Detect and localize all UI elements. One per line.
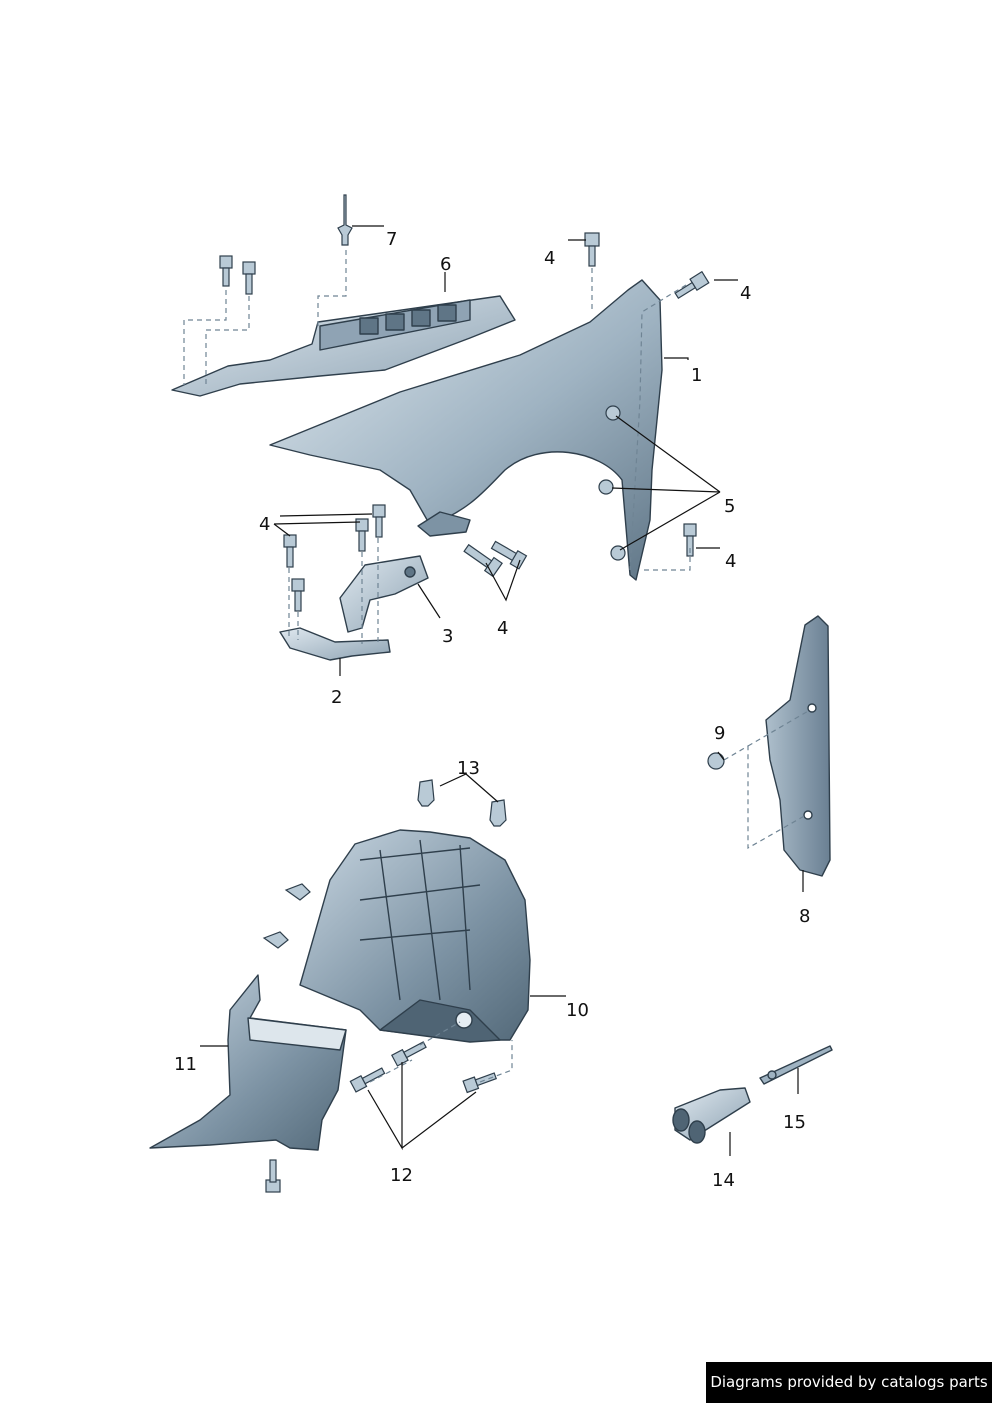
splash-shield-part-11: [149, 974, 347, 1151]
callout-12: 12: [390, 1165, 413, 1186]
callout-11: 11: [174, 1054, 197, 1075]
seal-part-8: [765, 615, 831, 877]
wheel-housing-liner-part-10: [299, 829, 531, 1043]
callout-4-bottom: 4: [497, 618, 508, 639]
leader-lines: [200, 225, 804, 1156]
bracket-part-3: [339, 555, 429, 633]
bracket-part-2: [279, 627, 391, 661]
callout-2: 2: [331, 687, 342, 708]
callout-4-top: 4: [544, 248, 555, 269]
callout-6: 6: [440, 254, 451, 275]
connector-part-14: [672, 1087, 751, 1144]
callout-15: 15: [783, 1112, 806, 1133]
callout-4-lower-right: 4: [725, 551, 736, 572]
pin-part-15: [759, 1045, 833, 1085]
front-fender-part-1: [269, 279, 663, 581]
callout-3: 3: [442, 626, 453, 647]
fasteners: [219, 194, 725, 1193]
credit-banner: Diagrams provided by catalogs parts: [706, 1362, 992, 1403]
callout-8: 8: [799, 906, 810, 927]
callout-labels: 1 2 3 4 4 4 4 4 5 6 7 8 9 10 11 12 13 14…: [174, 229, 810, 1191]
callout-4-right: 4: [740, 283, 751, 304]
fender-bracket-part-6: [171, 295, 516, 397]
callout-7: 7: [386, 229, 397, 250]
callout-4-left: 4: [259, 514, 270, 535]
installation-lines: [183, 250, 811, 1083]
callout-14: 14: [712, 1170, 735, 1191]
callout-10: 10: [566, 1000, 589, 1021]
callout-9: 9: [714, 723, 725, 744]
callout-5: 5: [724, 496, 735, 517]
callout-1: 1: [691, 365, 702, 386]
callout-13: 13: [457, 758, 480, 779]
